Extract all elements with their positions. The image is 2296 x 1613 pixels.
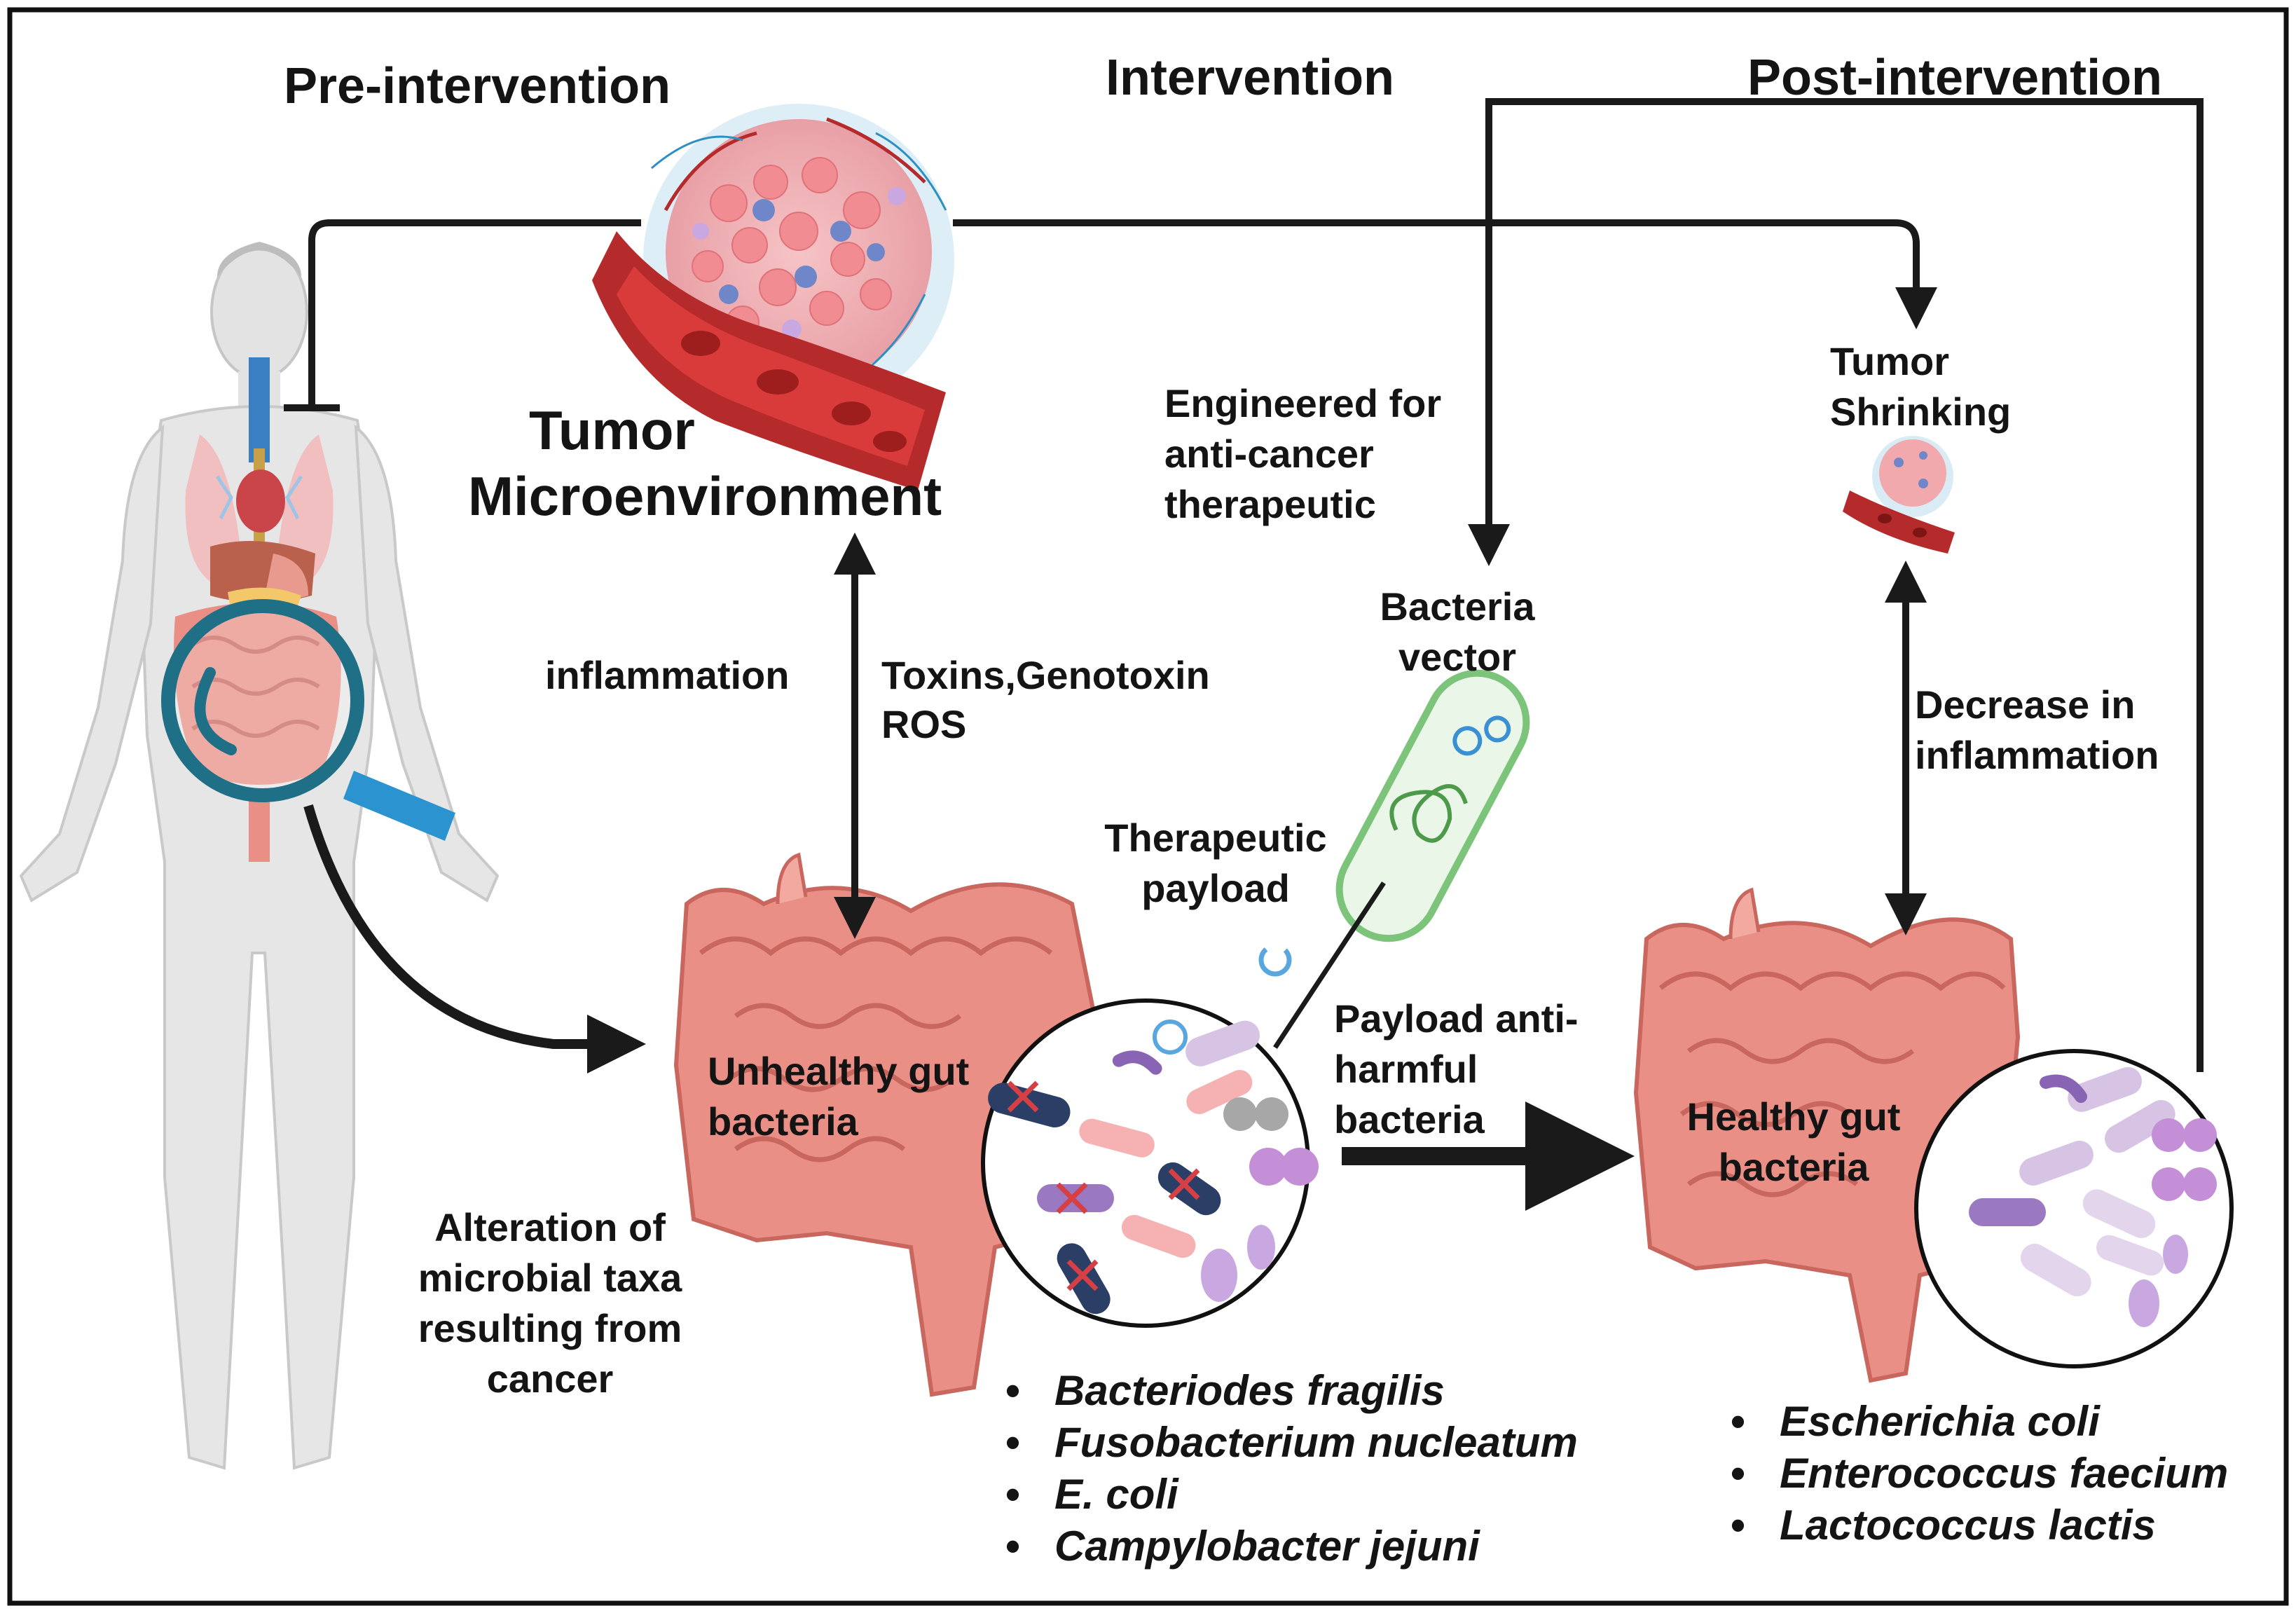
payload-anti-harmful-label-line1: Payload anti- bbox=[1334, 996, 1579, 1041]
connector-arrows bbox=[284, 98, 2204, 1211]
therapeutic-payload-label-line2: payload bbox=[1141, 866, 1290, 910]
toxins-label-line1: Toxins,Genotoxin bbox=[881, 653, 1210, 697]
pre-intervention-heading: Pre-intervention bbox=[284, 58, 671, 114]
list-item: E. coli bbox=[1005, 1469, 1578, 1521]
list-item: Bacteriodes fragilis bbox=[1005, 1365, 1578, 1417]
engineered-label-line1: Engineered for bbox=[1164, 381, 1442, 425]
therapeutic-payload-label-line1: Therapeutic bbox=[1104, 816, 1327, 860]
tumor-shrinking-label-line2: Shrinking bbox=[1830, 390, 2012, 434]
inflammation-label: inflammation bbox=[545, 653, 790, 697]
decrease-inflammation-label-line1: Decrease in bbox=[1915, 682, 2136, 727]
healthy-gut-label-line1: Healthy gut bbox=[1686, 1094, 1901, 1139]
tumor-shrinking-label-line1: Tumor bbox=[1830, 339, 1950, 383]
unhealthy-gut-label-line2: bacteria bbox=[708, 1099, 858, 1144]
healthy-bacteria-zoom bbox=[1914, 1049, 2234, 1368]
decrease-inflammation-label-line2: inflammation bbox=[1915, 733, 2159, 777]
unhealthy-gut-label-line1: Unhealthy gut bbox=[708, 1049, 970, 1093]
beneficial-bacteria-list: Escherichia coli Enterococcus faecium La… bbox=[1731, 1396, 2228, 1551]
harmful-bacteria-list: Bacteriodes fragilis Fusobacterium nucle… bbox=[1005, 1365, 1578, 1572]
shrunk-tumor-illustration bbox=[1843, 436, 1955, 554]
bacteria-vector-label-line1: Bacteria bbox=[1380, 584, 1535, 629]
bacteria-vector-illustration bbox=[1335, 669, 1530, 942]
payload-icon bbox=[1258, 943, 1292, 977]
engineered-label-line2: anti-cancer bbox=[1164, 432, 1374, 476]
list-item: Lactococcus lactis bbox=[1731, 1499, 2228, 1551]
tumor-microenvironment-illustration bbox=[592, 104, 954, 490]
vector-pointer-line bbox=[1273, 881, 1386, 1049]
list-item: Fusobacterium nucleatum bbox=[1005, 1417, 1578, 1469]
engineered-label-line3: therapeutic bbox=[1164, 482, 1376, 526]
magnifier-icon bbox=[161, 599, 455, 841]
frame-border bbox=[7, 7, 2289, 1606]
healthy-gut-label-line2: bacteria bbox=[1718, 1145, 1869, 1189]
alteration-label-line1: Alteration of bbox=[434, 1205, 666, 1249]
alteration-label-line4: cancer bbox=[486, 1357, 614, 1401]
bacteria-vector-label-line2: vector bbox=[1398, 635, 1517, 679]
list-item: Escherichia coli bbox=[1731, 1396, 2228, 1448]
payload-anti-harmful-label-line2: harmful bbox=[1334, 1047, 1478, 1091]
post-intervention-heading: Post-intervention bbox=[1747, 50, 2163, 106]
healthy-gut-illustration bbox=[1633, 887, 2021, 1383]
alteration-label-line3: resulting from bbox=[418, 1306, 682, 1350]
tumor-microenvironment-label-line2: Microenvironment bbox=[468, 465, 942, 527]
tumor-microenvironment-label-line1: Tumor bbox=[529, 399, 695, 461]
payload-anti-harmful-label-line3: bacteria bbox=[1334, 1097, 1485, 1141]
alteration-label-line2: microbial taxa bbox=[418, 1256, 682, 1300]
toxins-label-line2: ROS bbox=[881, 702, 967, 746]
list-item: Campylobacter jejuni bbox=[1005, 1521, 1578, 1572]
list-item: Enterococcus faecium bbox=[1731, 1448, 2228, 1499]
unhealthy-bacteria-zoom bbox=[981, 998, 1319, 1328]
intervention-heading: Intervention bbox=[1106, 50, 1395, 106]
